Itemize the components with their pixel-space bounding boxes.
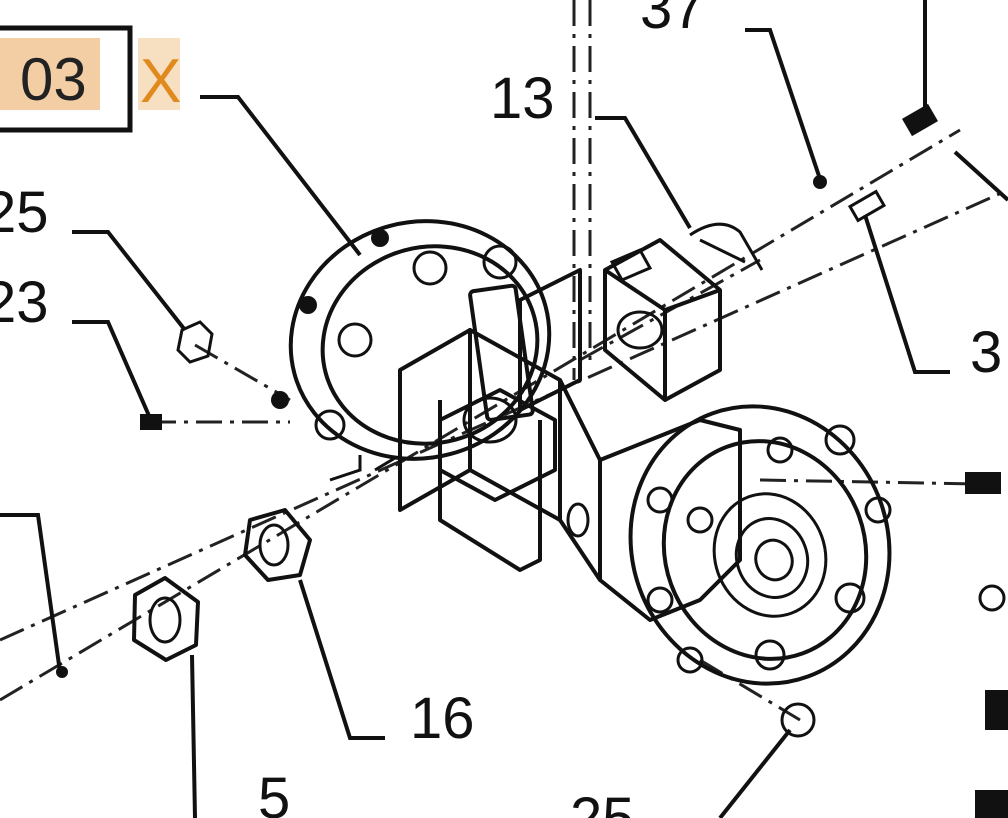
quantity-mark-highlight <box>138 38 180 110</box>
callout-25-bottom: 25 <box>570 786 635 818</box>
callout-3-right: 3 <box>970 320 1002 385</box>
quantity-mark-text: X <box>140 47 181 116</box>
left-flange <box>271 219 552 461</box>
callout-23: 23 <box>0 270 49 335</box>
quantity-box-highlight <box>0 38 100 110</box>
right-flange-hub <box>628 404 892 686</box>
quantity-mark[interactable]: X <box>138 38 181 116</box>
callout-37: 37 <box>640 0 705 41</box>
upper-bearing-block <box>603 238 722 402</box>
quantity-value: 03 <box>20 46 87 113</box>
callout-16: 16 <box>410 686 475 751</box>
hardware-parts <box>56 103 1008 818</box>
callout-5: 5 <box>258 766 290 818</box>
quantity-box[interactable]: 03 <box>0 25 133 133</box>
lower-bearing-block <box>438 388 557 502</box>
callout-13: 13 <box>490 66 555 131</box>
quantity-box-frame <box>0 25 133 133</box>
central-housing <box>329 268 742 622</box>
callout-25-left: 25 <box>0 180 49 245</box>
